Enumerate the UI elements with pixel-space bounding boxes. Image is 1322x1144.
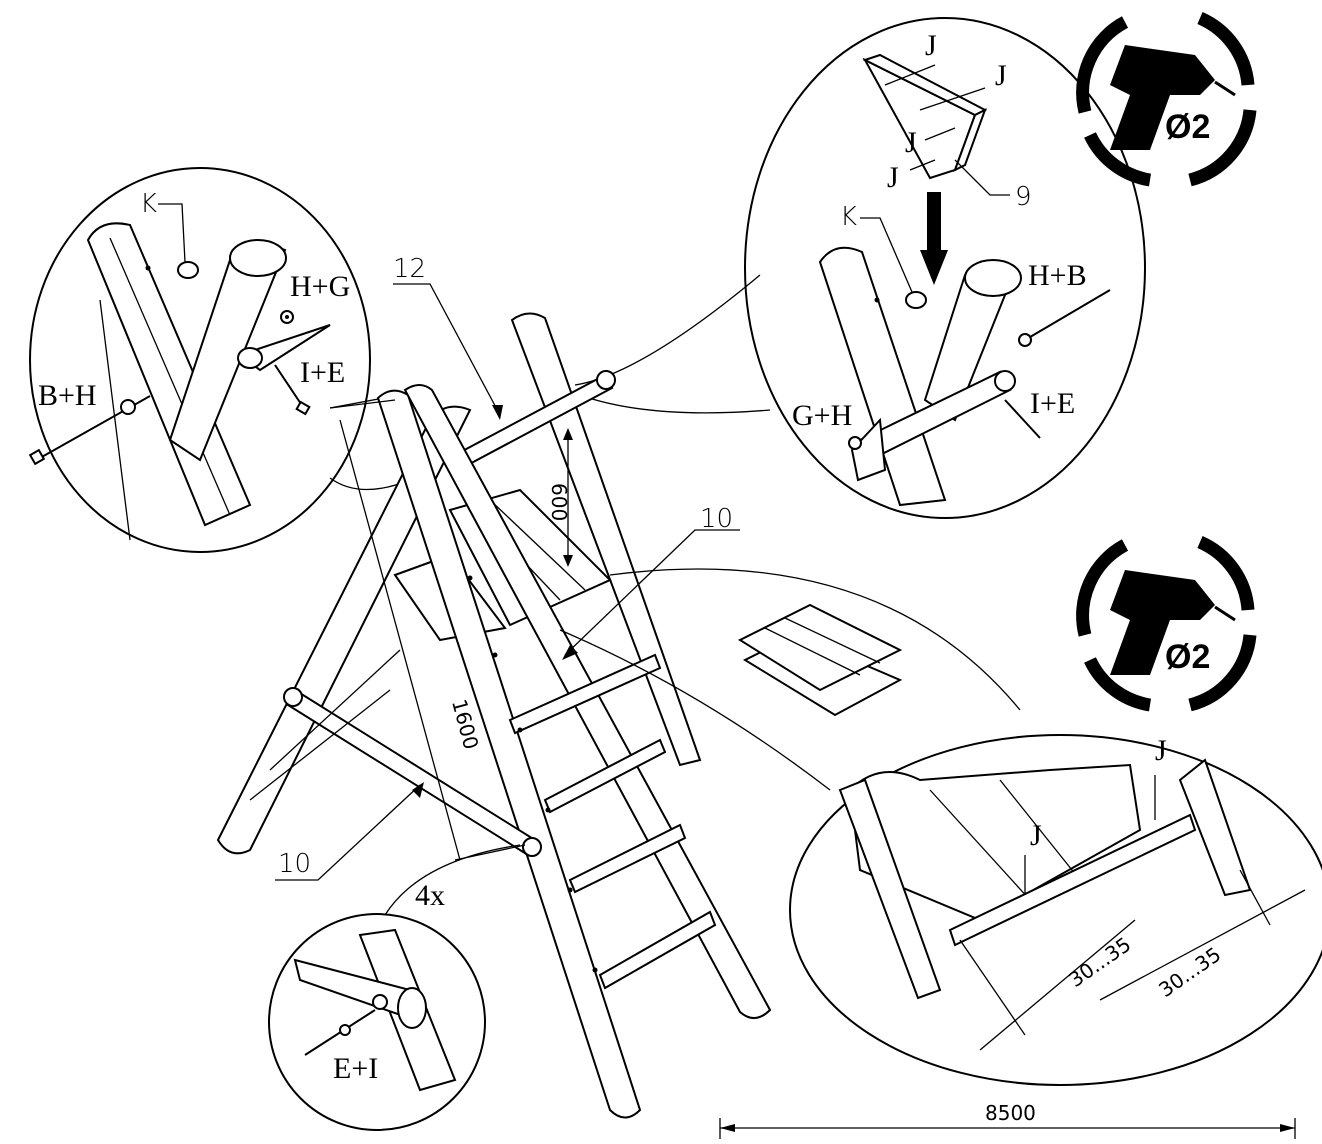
detail-circle-right (744, 17, 1146, 519)
board-stack (737, 603, 903, 717)
label-j-2: J (995, 59, 1007, 92)
label-j-5: J (1155, 734, 1167, 767)
detail-circle-bottom-left (268, 913, 486, 1131)
label-j-4: J (887, 161, 899, 194)
drill-icon (1076, 536, 1257, 712)
dim-8500: 8500 (985, 1101, 1036, 1125)
drill-icon (1076, 12, 1257, 187)
main-structure (216, 312, 772, 1119)
label-j-3: J (905, 126, 917, 159)
label-part-12: 12 (393, 254, 426, 284)
label-ei: E+I (333, 1052, 378, 1085)
label-hg: H+G (290, 270, 350, 303)
label-j-6: J (1030, 819, 1042, 852)
detail-circle-bottom-right (789, 734, 1322, 1086)
dim-30-35-a: 30...35 (1064, 932, 1135, 992)
label-4x: 4x (415, 879, 445, 912)
label-k-left: K (140, 189, 157, 219)
label-ie-right: I+E (1030, 387, 1075, 420)
label-drill-top: Ø2 (1165, 108, 1210, 146)
dimension-8500 (719, 1118, 1296, 1139)
label-part-9: 9 (1015, 182, 1032, 212)
label-drill-bottom: Ø2 (1165, 638, 1210, 676)
label-k-right: K (840, 202, 857, 232)
label-hb: H+B (1028, 259, 1087, 292)
label-j-1: J (925, 29, 937, 62)
label-part-10-bottom: 10 (278, 849, 311, 879)
dim-600: 600 (547, 483, 571, 521)
detail-circle-left (28, 167, 371, 553)
label-ie-left: I+E (300, 356, 345, 389)
label-bh: B+H (38, 379, 97, 412)
label-part-10-top: 10 (700, 504, 733, 534)
label-gh: G+H (792, 399, 852, 432)
